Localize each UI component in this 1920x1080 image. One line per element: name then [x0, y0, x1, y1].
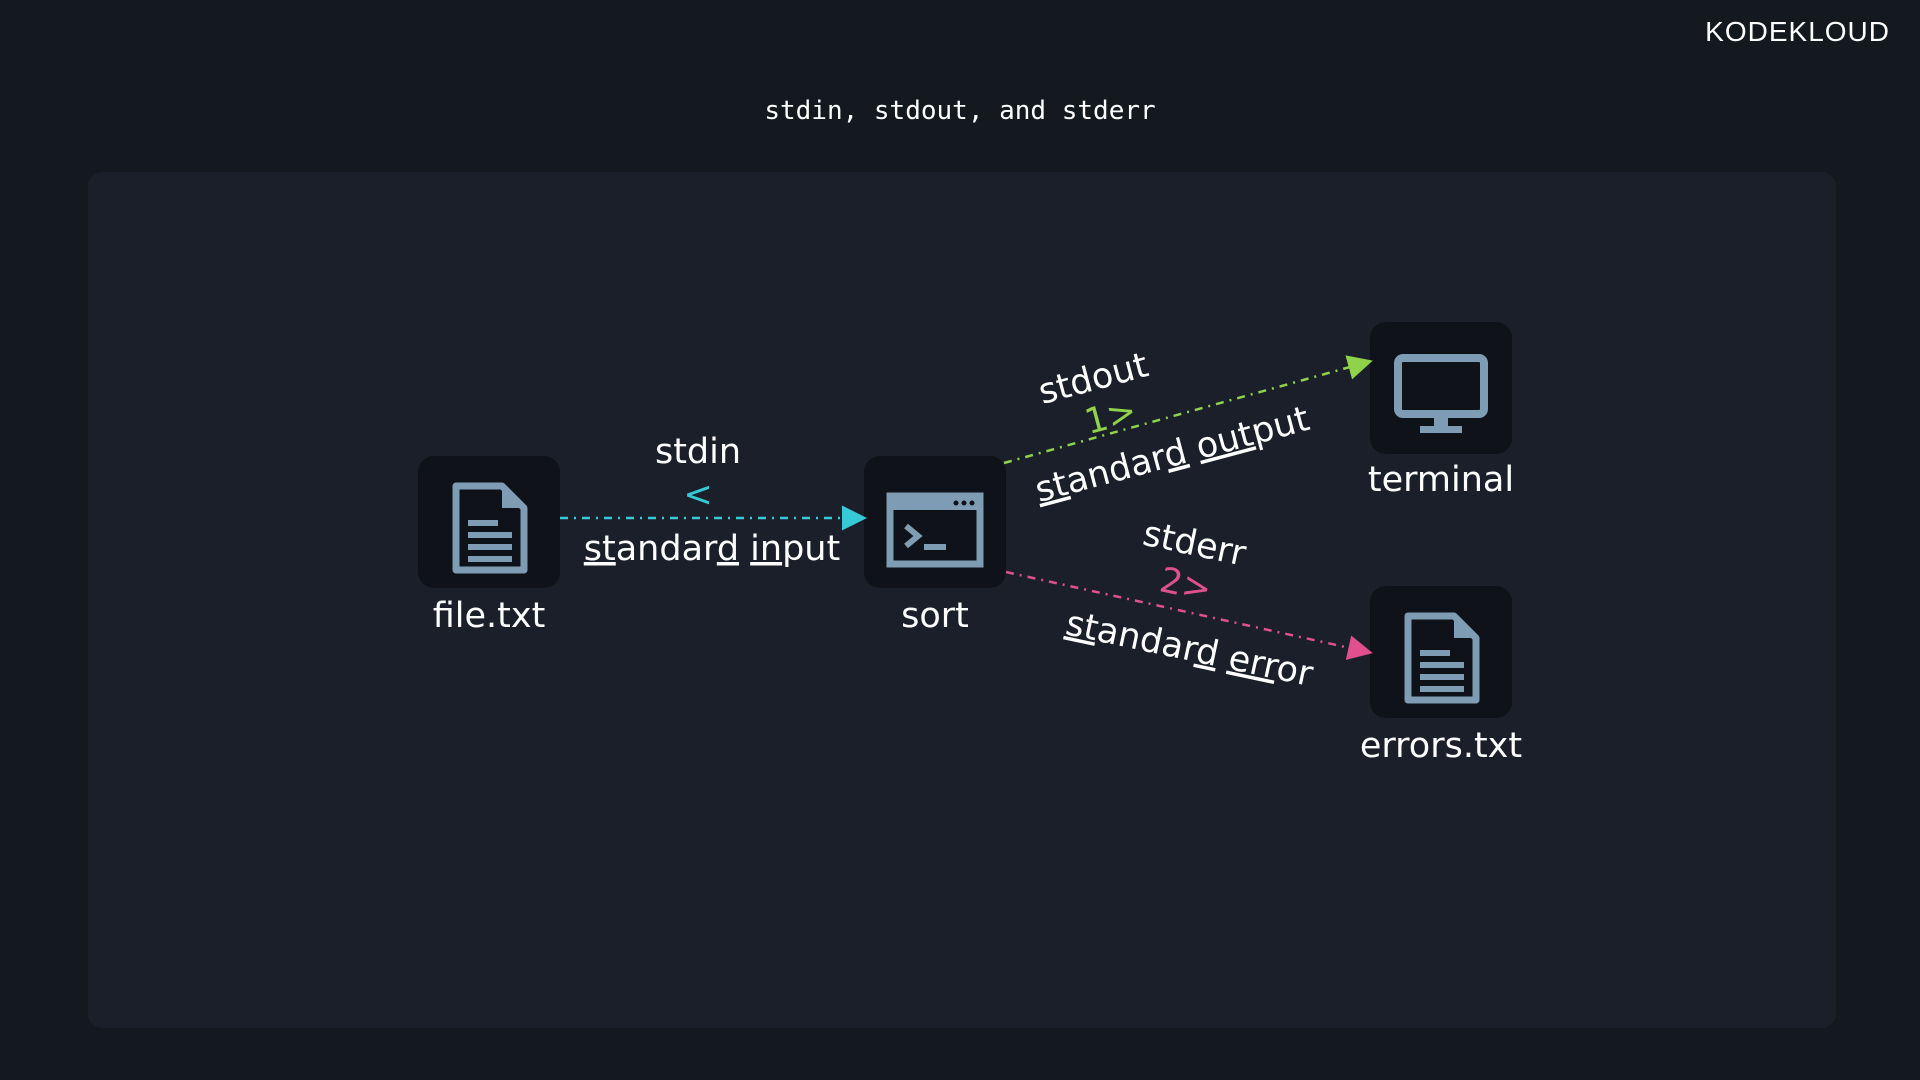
stdin-description: standard input [584, 529, 840, 569]
document-icon [1404, 612, 1480, 704]
sort-node-label: sort [901, 596, 969, 636]
diagram-panel [88, 172, 1836, 1028]
errors-node-label: errors.txt [1359, 726, 1523, 766]
stderr-text-group: stderr 2> [1139, 514, 1250, 610]
monitor-icon [1394, 354, 1488, 433]
stderr-operator: 2> [1156, 560, 1215, 610]
file-node-label: file.txt [432, 596, 546, 636]
stdout-description: standard output [1031, 399, 1314, 511]
stdout-description-group: standard output [1031, 399, 1314, 511]
kodekloud-logo: KODEKLOUD [1705, 16, 1890, 47]
terminal-window-icon [886, 492, 984, 568]
stdin-label: stdin [655, 432, 741, 472]
stderr-arrow [1005, 570, 1373, 660]
stderr-description: standard error [1062, 604, 1317, 695]
stdout-text-group: stdout 1> [1034, 345, 1152, 443]
document-icon [452, 482, 528, 574]
file-node-tile [418, 456, 560, 588]
stderr-label: stderr [1139, 514, 1250, 575]
sort-node-tile [864, 456, 1006, 588]
stdin-operator: < [683, 475, 712, 515]
errors-node-tile [1370, 586, 1512, 718]
slide-title: stdin, stdout, and stderr [764, 96, 1156, 126]
stderr-description-group: standard error [1062, 604, 1317, 695]
stdout-arrow [1003, 355, 1373, 465]
terminal-node-label: terminal [1367, 460, 1515, 500]
terminal-node-tile [1370, 322, 1512, 454]
